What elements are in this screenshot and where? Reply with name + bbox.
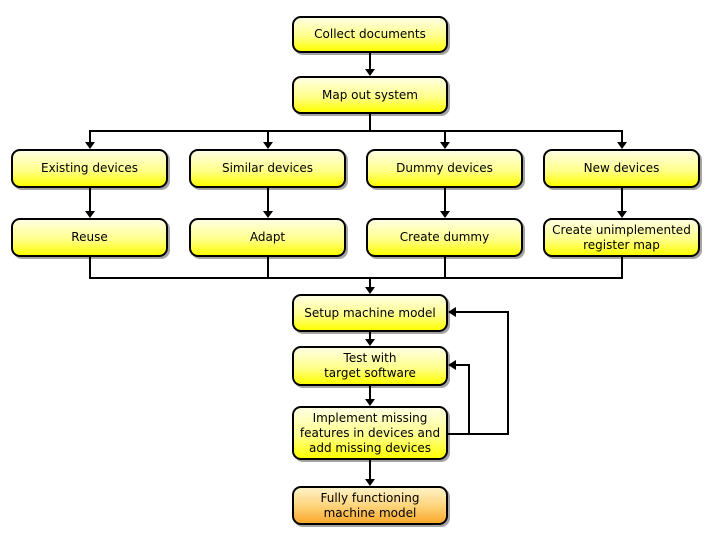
feedback-outer-vertical xyxy=(507,311,509,435)
edge-converge-setup-arrowhead xyxy=(365,287,375,294)
feedback-inner-vertical xyxy=(468,364,470,435)
node-implement-missing: Implement missing features in devices an… xyxy=(292,406,448,460)
edge-bar-existing-arrowhead xyxy=(85,142,95,149)
edge-similar-adapt-line xyxy=(267,188,269,211)
node-map-out-system: Map out system xyxy=(292,76,448,114)
feedback-outer-top-line xyxy=(456,311,509,313)
edge-reuse-converge-line xyxy=(89,257,91,278)
edge-bar-similar-arrowhead xyxy=(263,142,273,149)
edge-dummy-createdummy-line xyxy=(444,188,446,211)
node-dummy-devices: Dummy devices xyxy=(366,149,523,188)
node-create-dummy: Create dummy xyxy=(366,218,523,257)
edge-converge-setup-line xyxy=(369,279,371,288)
edge-createdummy-converge-line xyxy=(444,257,446,278)
edge-implement-fully-arrowhead xyxy=(365,479,375,486)
node-fully-functioning: Fully functioning machine model xyxy=(292,486,448,525)
feedback-inner-top-line xyxy=(456,364,470,366)
edge-dummy-createdummy-arrowhead xyxy=(440,211,450,218)
edge-map-bar-line xyxy=(369,114,371,130)
node-setup-machine-model: Setup machine model xyxy=(292,294,448,332)
node-existing-devices: Existing devices xyxy=(11,149,168,188)
edge-new-createunimpl-arrowhead xyxy=(617,211,627,218)
feedback-bottom-line xyxy=(448,433,509,435)
edge-implement-fully-line xyxy=(369,460,371,480)
edge-bar-similar-line xyxy=(267,132,269,142)
edge-bar-existing-line xyxy=(89,132,91,142)
edge-createunimpl-converge-line xyxy=(621,257,623,278)
feedback-test-arrowhead xyxy=(448,360,456,370)
node-reuse: Reuse xyxy=(11,218,168,257)
node-adapt: Adapt xyxy=(189,218,346,257)
edge-setup-test-arrowhead xyxy=(365,339,375,346)
edge-new-createunimpl-line xyxy=(621,188,623,211)
edge-setup-test-line xyxy=(369,332,371,340)
edge-existing-reuse-line xyxy=(89,188,91,211)
distribution-bar xyxy=(89,130,623,132)
converge-bar xyxy=(89,277,623,279)
edge-existing-reuse-arrowhead xyxy=(85,211,95,218)
edge-bar-dummy-arrowhead xyxy=(440,142,450,149)
edge-test-implement-line xyxy=(369,386,371,400)
node-collect-documents: Collect documents xyxy=(292,16,448,53)
feedback-setup-arrowhead xyxy=(448,307,456,317)
edge-test-implement-arrowhead xyxy=(365,399,375,406)
node-create-unimplemented: Create unimplemented register map xyxy=(543,218,700,257)
edge-bar-new-line xyxy=(621,132,623,142)
node-test-with-target: Test with target software xyxy=(292,346,448,386)
edge-adapt-converge-line xyxy=(267,257,269,278)
edge-collect-map-arrowhead xyxy=(365,69,375,76)
edge-collect-map-line xyxy=(369,53,371,70)
edge-bar-new-arrowhead xyxy=(617,142,627,149)
edge-bar-dummy-line xyxy=(444,132,446,142)
edge-similar-adapt-arrowhead xyxy=(263,211,273,218)
node-similar-devices: Similar devices xyxy=(189,149,346,188)
node-new-devices: New devices xyxy=(543,149,700,188)
